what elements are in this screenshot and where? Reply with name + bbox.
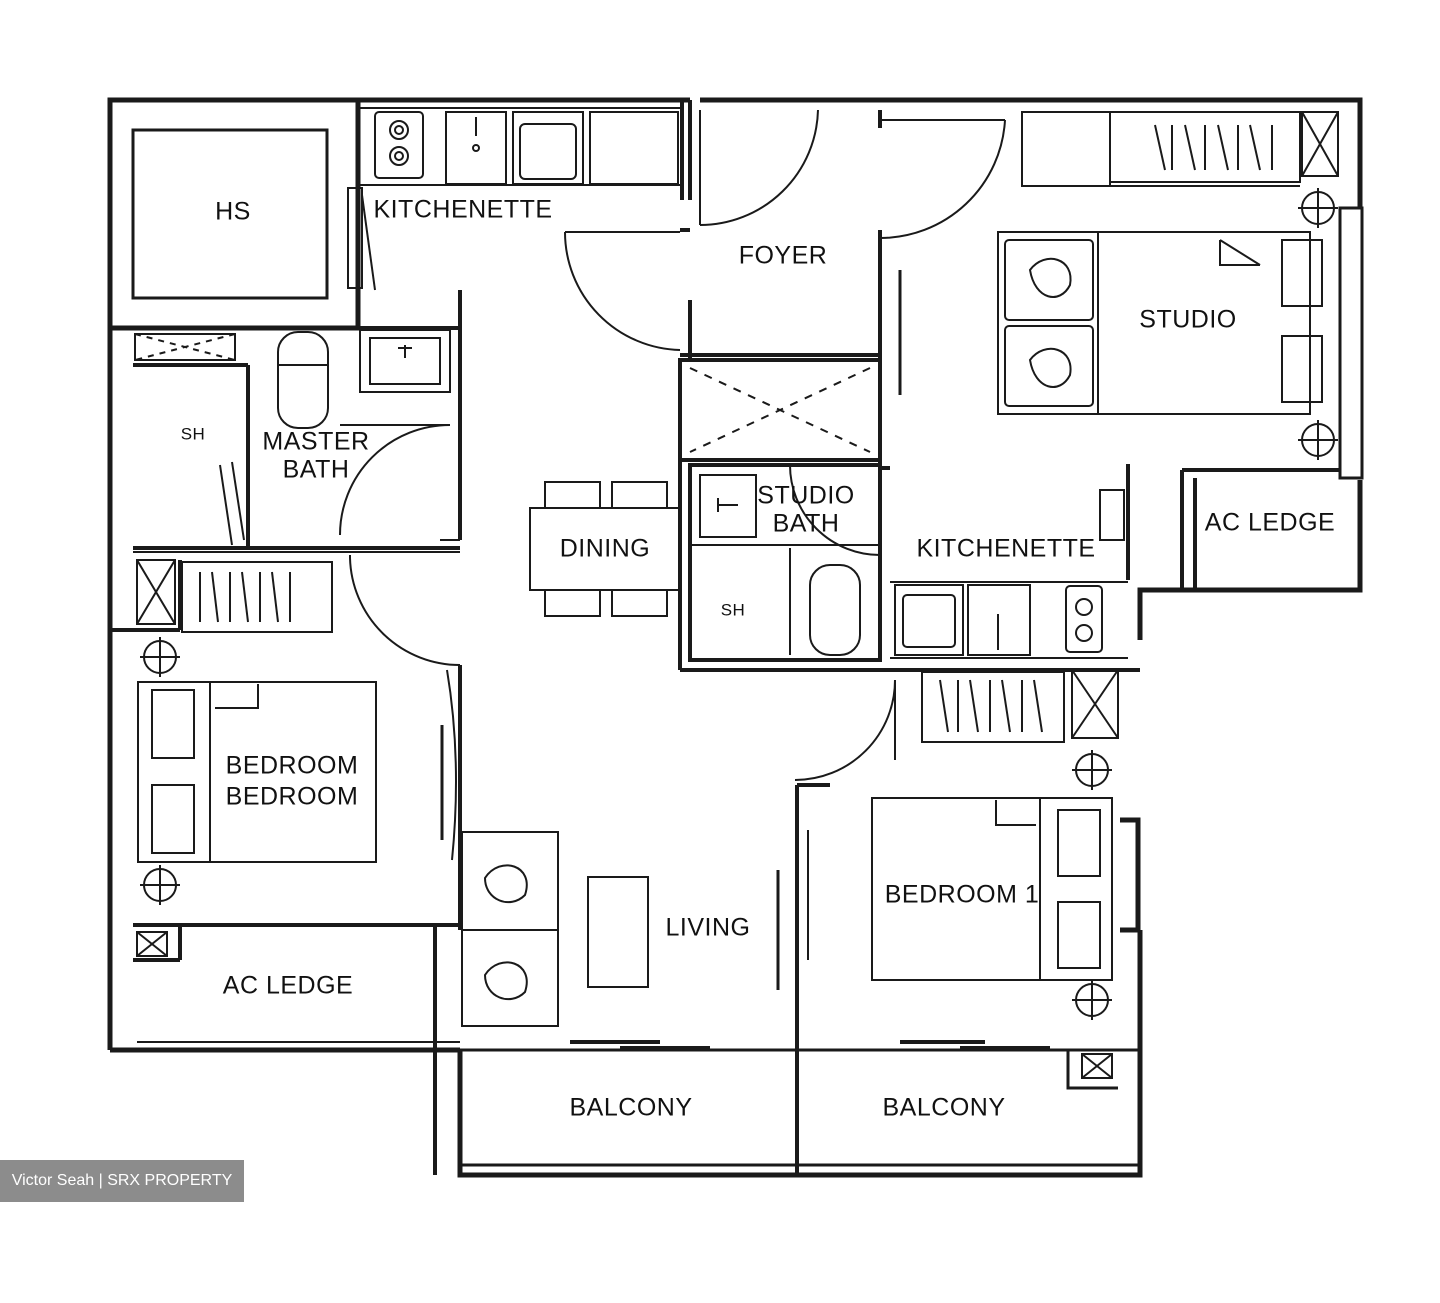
room-label-master-bath: MASTER BATH bbox=[262, 427, 370, 483]
entrance-walls bbox=[680, 100, 882, 470]
bedroom-1-walls bbox=[795, 783, 830, 1050]
bedroom-1-balcony-fixture bbox=[1066, 1050, 1118, 1090]
studio-ledge-rail bbox=[1338, 206, 1364, 480]
bedroom-1-wardrobe bbox=[921, 669, 1119, 743]
room-label-balcony-left: BALCONY bbox=[569, 1093, 693, 1122]
studio-bed bbox=[997, 231, 1323, 415]
master-bath-fixtures bbox=[134, 329, 460, 546]
bedroom-1-bed bbox=[871, 750, 1113, 1020]
room-label-ac-ledge-left: AC LEDGE bbox=[222, 971, 354, 1000]
master-bath-walls bbox=[110, 290, 462, 553]
studio-bath-fixtures bbox=[689, 367, 881, 656]
room-label-bedroom-1: BEDROOM 1 bbox=[884, 880, 1040, 909]
outer-walls bbox=[107, 97, 1363, 1178]
bedroom-1-door bbox=[794, 679, 896, 781]
shelter-door bbox=[347, 187, 376, 291]
room-label-dining: DINING bbox=[559, 534, 651, 563]
bedroom-2-walls bbox=[110, 560, 462, 962]
studio-kitchenette-counter bbox=[890, 489, 1128, 659]
watermark-badge: Victor Seah | SRX PROPERTY bbox=[0, 1160, 244, 1202]
room-label-studio: STUDIO bbox=[1139, 305, 1237, 334]
room-label-balcony-right: BALCONY bbox=[882, 1093, 1006, 1122]
room-label-sh-master: SH bbox=[180, 424, 206, 444]
ac-ledge-left-fixture bbox=[136, 925, 437, 1175]
room-label-studio-bath: STUDIO BATH bbox=[757, 481, 855, 537]
room-label-bedroom-2-overlap: BEDROOM bbox=[225, 751, 359, 780]
living-windows bbox=[570, 1040, 1050, 1050]
room-label-living: LIVING bbox=[665, 913, 751, 942]
room-label-foyer: FOYER bbox=[738, 241, 828, 270]
studio-wardrobe bbox=[1021, 111, 1339, 187]
bedroom-2-bed bbox=[137, 637, 377, 905]
bedroom-2-wardrobe bbox=[136, 555, 461, 666]
room-label-kitchenette-studio: KITCHENETTE bbox=[916, 534, 1096, 563]
living-sofa bbox=[461, 831, 559, 1027]
room-label-sh-studio: SH bbox=[720, 600, 746, 620]
studio-lights bbox=[1298, 188, 1338, 460]
dining-table bbox=[529, 481, 681, 617]
coffee-table bbox=[587, 876, 649, 988]
studio-walls bbox=[880, 464, 1340, 590]
kitchenette-top-counter bbox=[358, 107, 680, 186]
entrance-doors bbox=[564, 109, 1006, 351]
room-label-bedroom-2: BEDROOM bbox=[225, 782, 359, 811]
room-label-ac-ledge-right: AC LEDGE bbox=[1204, 508, 1336, 537]
room-label-kitchenette-top: KITCHENETTE bbox=[373, 195, 553, 224]
room-label-hs: HS bbox=[215, 197, 251, 226]
